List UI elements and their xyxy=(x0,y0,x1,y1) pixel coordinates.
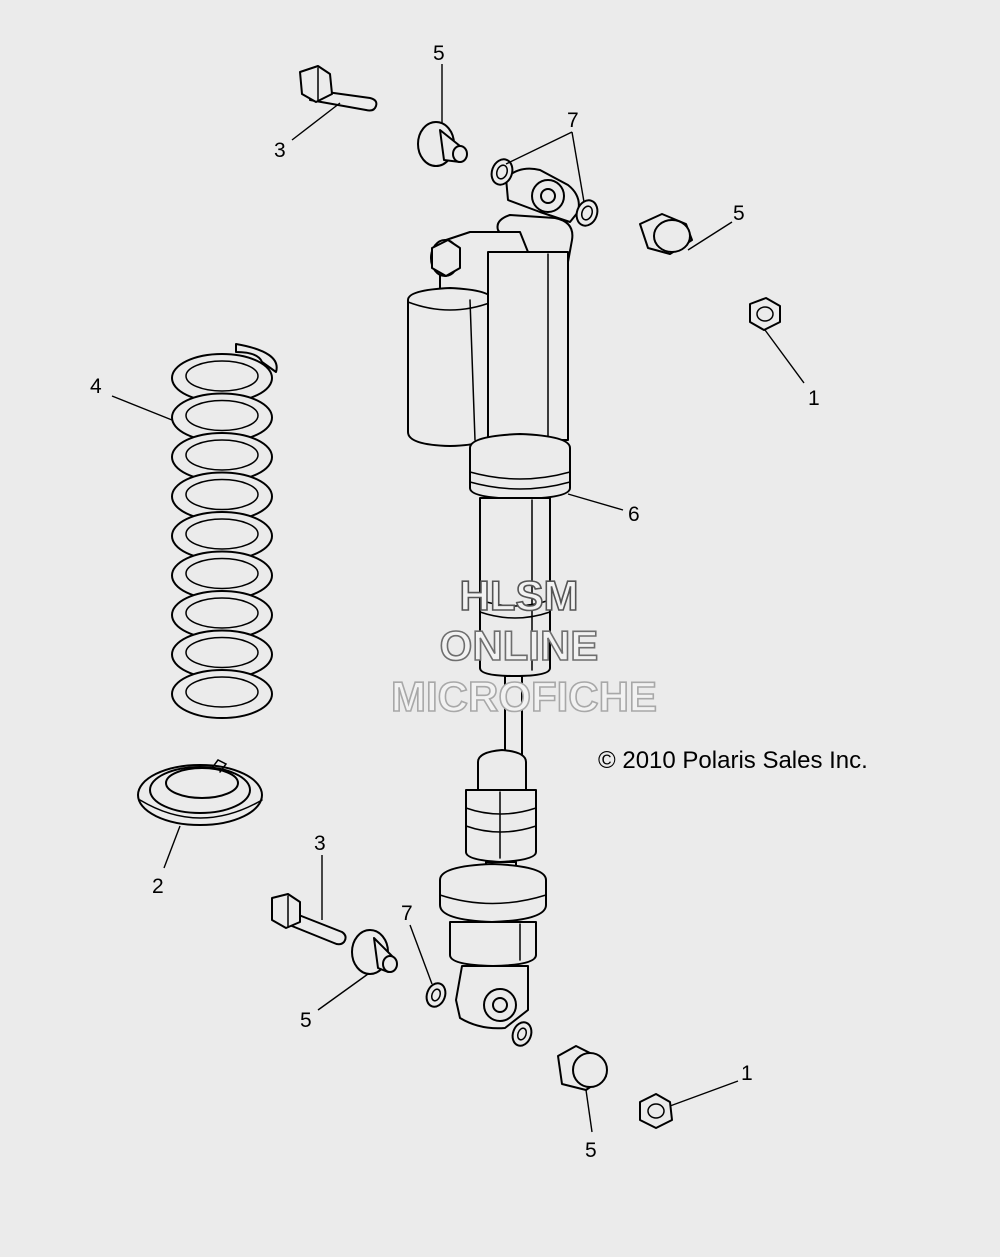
callout-3-bottom: 3 xyxy=(314,832,326,855)
bushing-bottom[interactable] xyxy=(557,1045,608,1091)
callout-1-bottom: 1 xyxy=(741,1062,753,1085)
bushing-left[interactable] xyxy=(351,929,398,975)
shock-absorber[interactable] xyxy=(407,167,580,1030)
watermark-line-3: MICROFICHE xyxy=(391,673,657,720)
watermark: HLSM ONLINE MICROFICHE xyxy=(390,571,658,721)
copyright-notice: © 2010 Polaris Sales Inc. xyxy=(598,747,868,774)
bushing-top[interactable] xyxy=(417,121,468,167)
callout-5-right: 5 xyxy=(733,202,745,225)
mounting-bolt-top[interactable] xyxy=(299,65,378,112)
callout-5-top: 5 xyxy=(433,42,445,65)
mounting-bolt-bottom[interactable] xyxy=(271,893,347,946)
callout-1-top: 1 xyxy=(808,387,820,410)
watermark-line-1: HLSM xyxy=(460,572,579,619)
spring-coil-inner xyxy=(185,439,259,471)
callout-5-left: 5 xyxy=(300,1009,312,1032)
callout-numbers: 5 3 7 5 1 4 6 2 3 7 5 1 5 xyxy=(90,42,820,1162)
washer-bottom-left[interactable] xyxy=(423,981,448,1010)
callout-5-bottom: 5 xyxy=(585,1139,597,1162)
spring-end xyxy=(235,343,278,373)
coil-spring[interactable] xyxy=(171,343,278,719)
spring-coil-inner xyxy=(185,478,259,511)
spring-coil-inner xyxy=(185,557,259,590)
spring-coil-inner xyxy=(185,518,259,550)
spring-coil-inner xyxy=(185,597,259,629)
callout-7-bottom: 7 xyxy=(401,902,413,925)
washer-top-right[interactable] xyxy=(573,197,601,228)
lock-nut-top[interactable] xyxy=(749,297,781,331)
callout-6: 6 xyxy=(628,503,640,526)
leader-lines xyxy=(111,64,805,1133)
washer-bottom-right[interactable] xyxy=(509,1020,534,1049)
callout-3-top: 3 xyxy=(274,139,286,162)
spring-retainer[interactable] xyxy=(137,759,263,826)
spring-coil-inner xyxy=(185,399,259,432)
callout-2: 2 xyxy=(152,875,164,898)
spring-coil-inner xyxy=(185,676,259,708)
callout-7-top: 7 xyxy=(567,109,579,132)
bushing-right[interactable] xyxy=(639,213,693,255)
washer-top-left[interactable] xyxy=(488,156,516,187)
spring-coil-inner xyxy=(185,360,259,392)
spring-coil-inner xyxy=(185,636,259,669)
callout-4: 4 xyxy=(90,375,102,398)
lock-nut-bottom[interactable] xyxy=(639,1093,673,1129)
watermark-line-2: ONLINE xyxy=(440,622,599,669)
